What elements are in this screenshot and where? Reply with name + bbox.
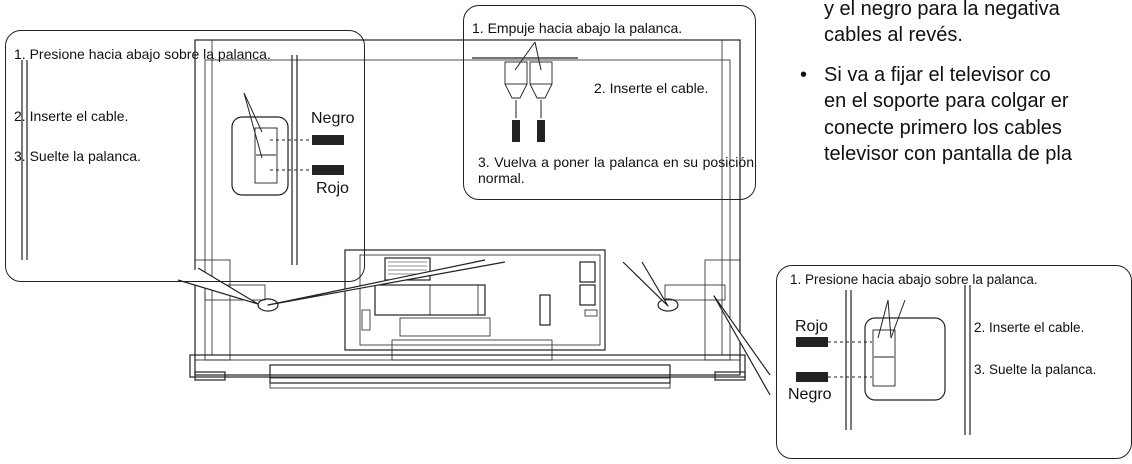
left-label-red: Rojo xyxy=(316,180,349,197)
instruction-text-block: y el negro para la negativa cables al re… xyxy=(800,0,1132,195)
body-line-5: conecte primero los cables xyxy=(824,116,1062,139)
middle-step-3: 3. Vuelva a poner la palanca en su posic… xyxy=(478,154,754,187)
body-line-4: en el soporte para colgar er xyxy=(824,90,1069,113)
left-step-1: 1. Presione hacia abajo sobre la palanca… xyxy=(14,46,271,62)
body-line-2: cables al revés. xyxy=(824,24,963,47)
left-step-3: 3. Suelte la palanca. xyxy=(14,148,141,164)
body-line-1: y el negro para la negativa xyxy=(824,0,1060,20)
middle-step-2: 2. Inserte el cable. xyxy=(594,80,709,96)
right-step-2: 2. Inserte el cable. xyxy=(974,320,1085,335)
body-line-6: televisor con pantalla de pla xyxy=(824,143,1072,166)
right-label-black: Negro xyxy=(788,386,832,403)
left-step-2: 2. Inserte el cable. xyxy=(14,108,129,124)
callout-middle xyxy=(463,5,756,200)
right-label-red: Rojo xyxy=(795,318,828,335)
right-step-1: 1. Presione hacia abajo sobre la palanca… xyxy=(790,272,1038,287)
right-step-3: 3. Suelte la palanca. xyxy=(974,362,1097,377)
bullet-icon: • xyxy=(800,64,808,86)
callout-left xyxy=(5,30,365,282)
body-line-3: Si va a fijar el televisor co xyxy=(824,64,1051,86)
middle-step-1: 1. Empuje hacia abajo la palanca. xyxy=(472,20,683,36)
left-label-black: Negro xyxy=(311,110,355,127)
